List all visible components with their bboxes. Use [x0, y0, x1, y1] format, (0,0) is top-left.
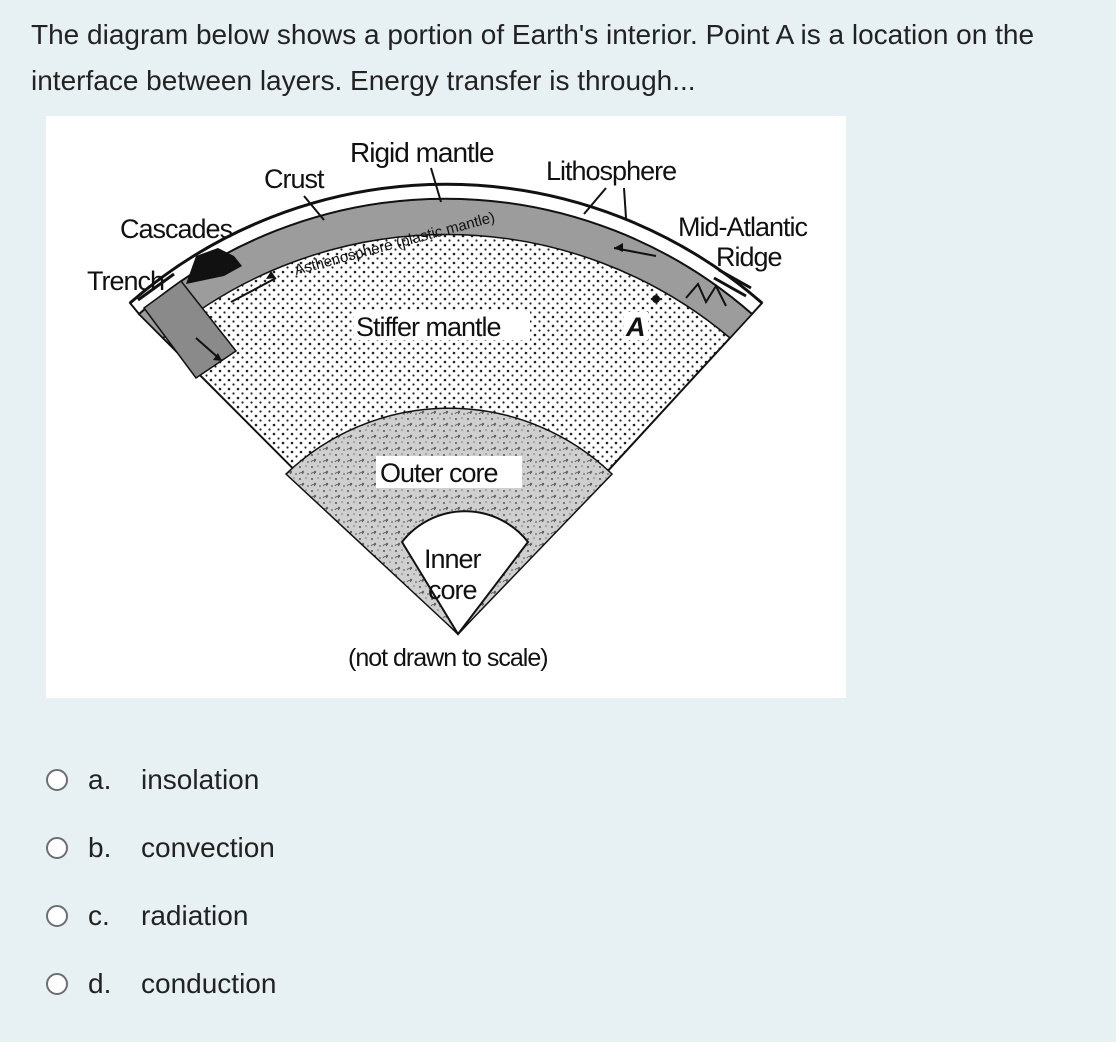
- label-lithosphere: Lithosphere: [546, 156, 676, 186]
- cascades-volcano: [186, 248, 242, 284]
- label-mid-atlantic: Mid-Atlantic: [678, 212, 808, 242]
- option-c-letter: c.: [88, 900, 110, 931]
- option-b-text: convection: [141, 832, 275, 863]
- label-crust: Crust: [264, 164, 325, 194]
- diagram-caption: (not drawn to scale): [348, 644, 548, 672]
- arrow-asthenosphere-left: [230, 277, 277, 303]
- option-a-letter: a.: [88, 764, 112, 795]
- label-inner: Inner: [424, 544, 482, 574]
- label-ridge: Ridge: [716, 242, 782, 272]
- option-a-text: insolation: [141, 764, 260, 795]
- radio-button-b[interactable]: [46, 837, 68, 859]
- label-rigid-mantle: Rigid mantle: [350, 137, 494, 168]
- label-stiffer-mantle: Stiffer mantle: [356, 312, 501, 342]
- radio-button-d[interactable]: [46, 973, 68, 995]
- label-point-a: A: [625, 312, 646, 342]
- label-core: core: [428, 575, 477, 605]
- option-a[interactable]: a. insolation: [46, 760, 446, 800]
- ridge-marks: [685, 282, 727, 307]
- radio-button-a[interactable]: [46, 769, 68, 791]
- earth-interior-diagram: Rigid mantle Crust Lithosphere Cascades …: [46, 116, 846, 698]
- option-c-text: radiation: [141, 900, 249, 931]
- option-d-text: conduction: [141, 968, 277, 999]
- question-text: The diagram below shows a portion of Ear…: [31, 19, 1035, 96]
- point-a-marker: [652, 295, 660, 303]
- option-d[interactable]: d. conduction: [46, 964, 446, 1004]
- option-b[interactable]: b. convection: [46, 828, 446, 868]
- label-cascades: Cascades: [120, 214, 233, 244]
- diagram-svg: Rigid mantle Crust Lithosphere Cascades …: [87, 137, 809, 672]
- option-c[interactable]: c. radiation: [46, 896, 446, 936]
- inner-core-region: [400, 510, 530, 636]
- crust-line: [129, 182, 763, 305]
- label-outer-core: Outer core: [380, 458, 498, 488]
- radio-button-c[interactable]: [46, 905, 68, 927]
- label-trench: Trench: [87, 266, 164, 296]
- option-d-letter: d.: [88, 968, 112, 999]
- option-b-letter: b.: [88, 832, 112, 863]
